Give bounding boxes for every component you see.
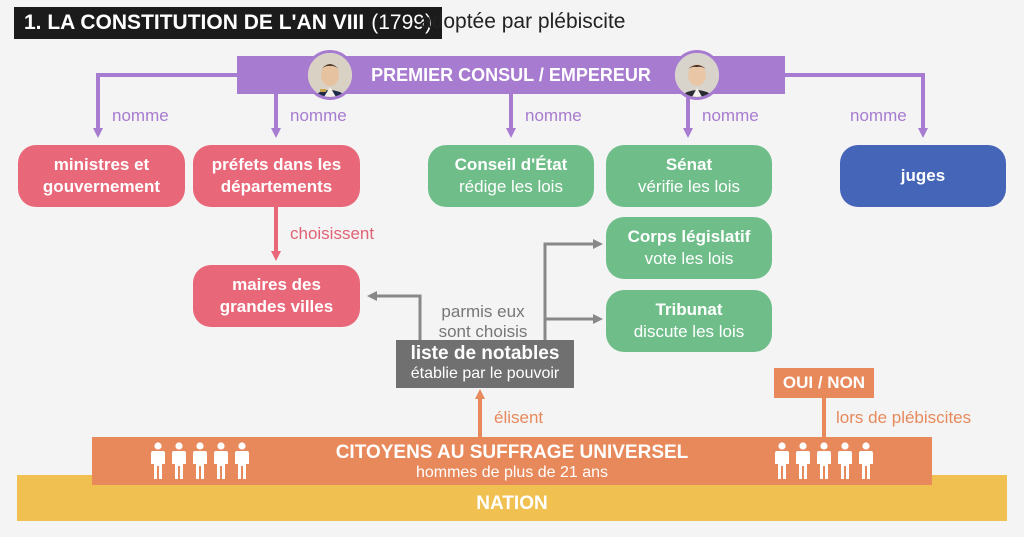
title-year: (1799) xyxy=(371,11,432,34)
person-icon xyxy=(193,442,207,479)
prefets-line1: préfets dans les xyxy=(211,155,342,174)
maires-line1: maires des xyxy=(232,275,321,294)
napoleon-portrait-icon xyxy=(672,50,722,100)
arrow-notables-to-corps xyxy=(543,239,603,340)
person-icon xyxy=(214,442,228,479)
person-icon xyxy=(838,442,852,479)
page-subtitle: adoptée par plébiscite xyxy=(420,10,626,33)
person-icon xyxy=(151,442,165,479)
tribunat-box: Tribunat discute les lois xyxy=(606,290,772,352)
person-icon xyxy=(172,442,186,479)
senat-sub: vérifie les lois xyxy=(637,177,741,196)
maires-line2: grandes villes xyxy=(219,297,334,316)
citizens-bar: CITOYENS AU SUFFRAGE UNIVERSEL hommes de… xyxy=(92,437,932,485)
person-icon xyxy=(235,442,249,479)
prefets-line2: départements xyxy=(220,177,333,196)
notables-title: liste de notables xyxy=(410,343,560,364)
maires-box: maires des grandes villes xyxy=(193,265,360,327)
label-nomme: nomme xyxy=(525,106,582,125)
person-icon xyxy=(775,442,789,479)
nation-label: NATION xyxy=(476,493,548,514)
arrow-notables-to-maires xyxy=(367,291,422,340)
label-nomme: nomme xyxy=(702,106,759,125)
citizens-title: CITOYENS AU SUFFRAGE UNIVERSEL xyxy=(335,442,689,463)
label-parmis-eux-line1: parmis eux xyxy=(441,302,525,321)
label-plebiscites: lors de plébiscites xyxy=(836,408,972,427)
juges-title: juges xyxy=(900,166,946,185)
people-group-left xyxy=(150,442,250,480)
tribunat-sub: discute les lois xyxy=(633,322,745,341)
title-text: 1. LA CONSTITUTION DE L'AN VIII xyxy=(24,11,365,34)
corps-sub: vote les lois xyxy=(644,249,734,268)
page-title: 1. LA CONSTITUTION DE L'AN VIII (1799) xyxy=(14,7,442,39)
person-icon xyxy=(859,442,873,479)
senat-box: Sénat vérifie les lois xyxy=(606,145,772,207)
person-icon xyxy=(817,442,831,479)
conseil-sub: rédige les lois xyxy=(459,177,563,196)
notables-sub: établie par le pouvoir xyxy=(410,365,560,382)
citizens-sub: hommes de plus de 21 ans xyxy=(415,464,609,481)
prefets-box: préfets dans les départements xyxy=(193,145,360,207)
arrow-to-ministres xyxy=(93,73,238,138)
napoleon-portrait-icon xyxy=(305,50,355,100)
person-icon xyxy=(796,442,810,479)
label-parmis-eux-line2: sont choisis xyxy=(438,322,528,341)
label-elisent: élisent xyxy=(494,408,544,427)
label-choisissent: choisissent xyxy=(290,224,375,243)
ministres-line1: ministres et xyxy=(53,155,150,174)
notables-box: liste de notables établie par le pouvoir xyxy=(396,340,574,388)
people-group-right xyxy=(774,442,874,480)
label-parmis-eux: parmis eux sont choisis xyxy=(428,302,538,342)
arrow-to-juges xyxy=(784,73,928,138)
label-nomme: nomme xyxy=(112,106,169,125)
tribunat-title: Tribunat xyxy=(655,300,723,319)
corps-legislatif-box: Corps législatif vote les lois xyxy=(606,217,772,279)
conseil-title: Conseil d'État xyxy=(454,155,568,174)
label-nomme: nomme xyxy=(850,106,907,125)
label-nomme: nomme xyxy=(290,106,347,125)
senat-title: Sénat xyxy=(665,155,713,174)
ministres-box: ministres et gouvernement xyxy=(18,145,185,207)
oui-non-badge: OUI / NON xyxy=(774,368,874,398)
ministres-line2: gouvernement xyxy=(42,177,161,196)
juges-box: juges xyxy=(840,145,1006,207)
conseil-etat-box: Conseil d'État rédige les lois xyxy=(428,145,594,207)
corps-title: Corps législatif xyxy=(627,227,751,246)
